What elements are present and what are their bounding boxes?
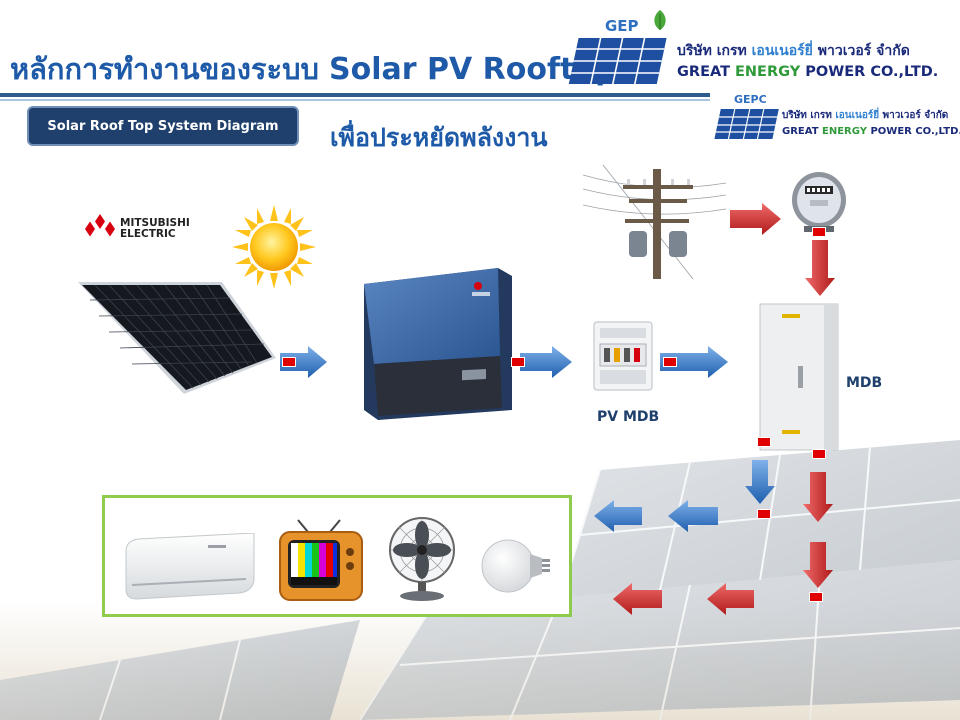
flow-marker bbox=[511, 357, 525, 367]
flow-marker bbox=[282, 357, 296, 367]
page-subtitle: เพื่อประหยัดพลังงาน bbox=[330, 123, 548, 152]
mitsubishi-text: MITSUBISHI ELECTRIC bbox=[120, 217, 190, 240]
arrow-red-left-1 bbox=[707, 583, 754, 615]
arrow-grid-to-meter bbox=[730, 203, 781, 235]
company-logo-main: GEP บริษัท เกรท เอนเนอร์ยี่ พาวเวอร์ จำก… bbox=[565, 8, 960, 88]
flow-marker bbox=[812, 227, 826, 237]
mitsubishi-brand: MITSUBISHI ELECTRIC bbox=[84, 214, 194, 254]
arrow-mdb-down-red-2 bbox=[803, 542, 833, 588]
inverter-icon bbox=[364, 268, 512, 420]
logo-name-english: GREAT ENERGY POWER CO.,LTD. bbox=[677, 64, 939, 80]
logo-small-solar-panel-icon bbox=[714, 109, 779, 139]
mdb-cabinet-icon bbox=[759, 303, 839, 451]
sun-icon bbox=[232, 205, 316, 289]
pv-mdb-breaker-icon bbox=[593, 321, 653, 391]
arrow-mdb-down-red-1 bbox=[803, 472, 833, 522]
arrow-blue-left-2 bbox=[594, 500, 642, 532]
flow-marker bbox=[812, 449, 826, 459]
utility-pole-icon bbox=[583, 165, 726, 279]
logo-name-thai: บริษัท เกรท เอนเนอร์ยี่ พาวเวอร์ จำกัด bbox=[677, 43, 910, 59]
arrow-red-left-2 bbox=[613, 583, 662, 615]
light-bulb-icon bbox=[481, 539, 550, 593]
pv-mdb-label: PV MDB bbox=[597, 409, 660, 425]
leaf-icon bbox=[654, 10, 666, 30]
logo-small-name-english: GREAT ENERGY POWER CO.,LTD. bbox=[782, 126, 960, 137]
logo-small-name-thai: บริษัท เกรท เอนเนอร์ยี่ พาวเวอร์ จำกัด bbox=[782, 110, 949, 121]
arrow-inverter-to-pvmdb bbox=[520, 346, 572, 378]
header-divider-light bbox=[0, 99, 720, 101]
flow-marker bbox=[757, 509, 771, 519]
flow-marker bbox=[809, 592, 823, 602]
logo-abbr: GEP bbox=[605, 17, 639, 35]
mitsubishi-diamonds-icon bbox=[85, 214, 115, 237]
logo-small-abbr: GEPC bbox=[734, 93, 767, 106]
arrow-pvmdb-to-mdb bbox=[660, 346, 728, 378]
logo-solar-panel-icon bbox=[568, 38, 667, 84]
diagram-caption-badge: Solar Roof Top System Diagram bbox=[27, 106, 299, 146]
flow-marker bbox=[663, 357, 677, 367]
arrow-blue-left-1 bbox=[668, 500, 718, 532]
company-logo-small: GEPC บริษัท เกรท เอนเนอร์ยี่ พาวเวอร์ จำ… bbox=[710, 90, 960, 144]
arrow-panel-to-inverter bbox=[280, 346, 327, 378]
solar-panel-icon bbox=[78, 282, 276, 394]
arrow-mdb-down-blue bbox=[745, 460, 775, 504]
arrow-meter-to-mdb bbox=[805, 240, 835, 296]
flow-marker bbox=[757, 437, 771, 447]
air-conditioner-icon bbox=[125, 533, 255, 600]
title-thai: หลักการทำงานของระบบ bbox=[10, 52, 319, 86]
title-english: Solar PV Rooftop bbox=[329, 52, 617, 87]
header-divider bbox=[0, 93, 720, 97]
mdb-label: MDB bbox=[846, 375, 883, 391]
fan-icon bbox=[389, 517, 455, 601]
television-icon bbox=[279, 519, 363, 601]
page-title: หลักการทำงานของระบบ Solar PV Rooftop bbox=[10, 46, 616, 92]
